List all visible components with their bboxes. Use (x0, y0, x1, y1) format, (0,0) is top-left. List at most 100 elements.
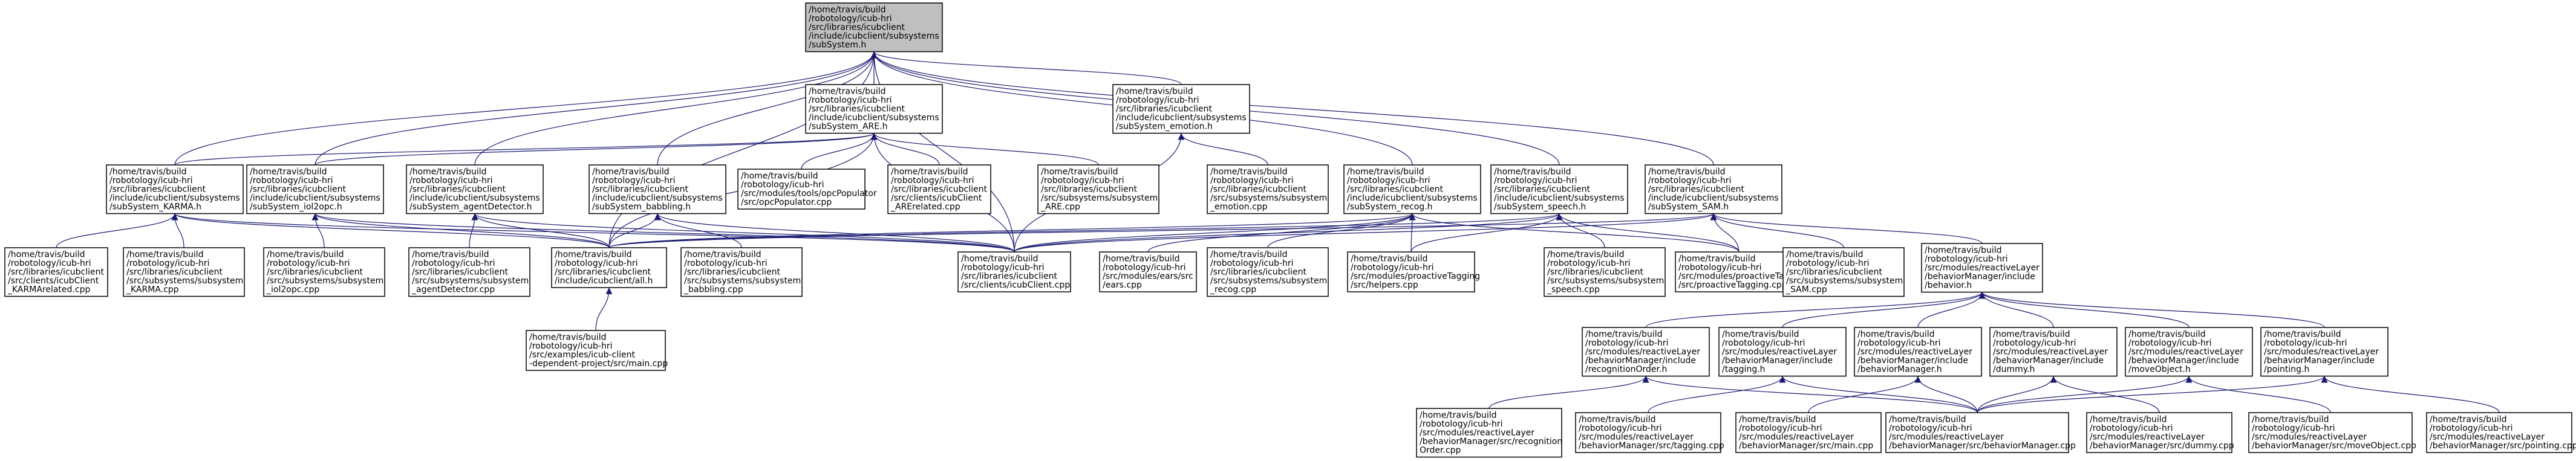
dependency-edge (1645, 291, 1986, 328)
node-label-line: /recognitionOrder.h (1585, 365, 1667, 375)
node-label-line: /src/libraries/icubclient (1210, 185, 1306, 195)
file-node-recognitionOrder-h[interactable]: /home/travis/build/robotology/icub-hri/s… (1582, 327, 1710, 377)
node-label-line: /src/modules/ears/src (1103, 272, 1193, 282)
node-label-line: /src/modules/reactiveLayer (1579, 433, 1694, 442)
node-label-line: /robotology/icub-hri (1925, 254, 2008, 264)
file-node-moveObject-cpp[interactable]: /home/travis/build/robotology/icub-hri/s… (2248, 412, 2416, 453)
node-label-line: /src/libraries/icubclient (1041, 185, 1137, 195)
node-label-line: /home/travis/build (2090, 415, 2167, 425)
node-label-line: /src/libraries/icubclient (1547, 268, 1643, 277)
node-label-line: /home/travis/build (1585, 330, 1663, 340)
dependency-edge (1779, 376, 1978, 413)
node-box (1645, 164, 1782, 214)
file-node-KARMAclient-cpp[interactable]: /home/travis/build/robotology/icub-hri/s… (4, 247, 108, 297)
file-node-main-dep-cpp[interactable]: /home/travis/build/robotology/icub-hri/s… (526, 330, 668, 371)
file-node-ARE-h[interactable]: /home/travis/build/robotology/icub-hri/s… (805, 84, 943, 134)
node-label-line: /src/modules/reactiveLayer (2252, 433, 2367, 442)
node-label-line: /src/modules/proactiveTagging (1351, 272, 1480, 282)
file-node-subsystem-h[interactable]: /home/travis/build/robotology/icub-hri/s… (805, 2, 943, 53)
file-node-opcPopulator-cpp[interactable]: /home/travis/build/robotology/icub-hri/s… (737, 169, 877, 210)
dependency-edge (1648, 376, 1786, 413)
file-node-iol2opc-h[interactable]: /home/travis/build/robotology/icub-hri/s… (246, 164, 384, 214)
node-label-line: /home/travis/build (1210, 167, 1288, 177)
node-label-line: /home/travis/build (2264, 330, 2341, 340)
file-node-pointing-h[interactable]: /home/travis/build/robotology/icub-hri/s… (2260, 327, 2389, 377)
file-node-agentDetector-cpp[interactable]: /home/travis/build/robotology/icub-hri/s… (408, 247, 530, 297)
dependency-edge (1977, 376, 2193, 413)
node-label-line: /include/icubclient/subsystems (1494, 193, 1625, 203)
node-label-line: /robotology/icub-hri (109, 176, 193, 185)
node-label-line: /home/travis/build (2252, 415, 2329, 425)
file-node-KARMA-cpp[interactable]: /home/travis/build/robotology/icub-hri/s… (123, 247, 245, 297)
node-box (1207, 164, 1329, 214)
file-node-ARE-cpp[interactable]: /home/travis/build/robotology/icub-hri/s… (1037, 164, 1159, 214)
file-node-SAM-h[interactable]: /home/travis/build/robotology/icub-hri/s… (1645, 164, 1782, 214)
node-label-line: /robotology/icub-hri (1786, 259, 1870, 268)
node-label-line: /src/libraries/icubclient (1494, 185, 1590, 195)
file-node-icubClient-cpp[interactable]: /home/travis/build/robotology/icub-hri/s… (957, 251, 1071, 292)
file-node-pointing-cpp[interactable]: /home/travis/build/robotology/icub-hri/s… (2426, 412, 2576, 453)
file-node-babbling-cpp[interactable]: /home/travis/build/robotology/icub-hri/s… (680, 247, 803, 297)
node-label-line: /src/libraries/icubclient (809, 23, 905, 33)
file-node-iol2opc-cpp[interactable]: /home/travis/build/robotology/icub-hri/s… (263, 247, 385, 297)
node-label-line: /subSystem_KARMA.h (109, 202, 201, 212)
file-node-behaviorManager-h[interactable]: /home/travis/build/robotology/icub-hri/s… (1854, 327, 1982, 377)
file-node-babbling-h[interactable]: /home/travis/build/robotology/icub-hri/s… (589, 164, 726, 214)
node-label-line: /home/travis/build (809, 5, 886, 15)
file-node-dummy-h[interactable]: /home/travis/build/robotology/icub-hri/s… (1989, 327, 2118, 377)
file-node-all-h[interactable]: /home/travis/build/robotology/icub-hri/s… (551, 247, 667, 288)
file-node-ears-cpp[interactable]: /home/travis/build/robotology/icub-hri/s… (1099, 251, 1197, 292)
file-node-emotion-h[interactable]: /home/travis/build/robotology/icub-hri/s… (1112, 84, 1250, 134)
node-label-line: /subSystem_ARE.h (809, 122, 887, 132)
node-label-line: /include/icubclient/subsystems (809, 113, 939, 123)
dependency-edge (311, 213, 610, 248)
file-node-agentDetector-h[interactable]: /home/travis/build/robotology/icub-hri/s… (406, 164, 544, 214)
file-node-proactiveTagging-cpp[interactable]: /home/travis/build/robotology/icub-hri/s… (1675, 251, 1808, 292)
file-node-dummy-cpp[interactable]: /home/travis/build/robotology/icub-hri/s… (2086, 412, 2234, 453)
node-label-line: /src/libraries/icubclient (555, 268, 651, 277)
dependency-edge (469, 213, 478, 248)
node-label-line: /src/libraries/icubclient (250, 185, 346, 195)
node-box (406, 164, 544, 214)
file-node-SAM-cpp[interactable]: /home/travis/build/robotology/icub-hri/s… (1782, 247, 1905, 297)
node-box (1099, 251, 1197, 292)
dependency-edge (801, 133, 878, 170)
file-node-tagging-cpp[interactable]: /home/travis/build/robotology/icub-hri/s… (1575, 412, 1724, 453)
file-node-recog-h[interactable]: /home/travis/build/robotology/icub-hri/s… (1343, 164, 1481, 214)
dependency-edge (171, 213, 610, 248)
node-label-line: /home/travis/build (126, 250, 204, 260)
node-label-line: /src/subsystems/subsystem (1786, 276, 1903, 286)
node-label-line: /behaviorManager.h (1857, 365, 1942, 375)
node-box (1416, 408, 1562, 458)
file-node-KARMA-h[interactable]: /home/travis/build/robotology/icub-hri/s… (106, 164, 244, 214)
file-node-speech-h[interactable]: /home/travis/build/robotology/icub-hri/s… (1490, 164, 1628, 214)
node-label-line: /behaviorManager/src/main.cpp (1739, 441, 1873, 451)
node-label-line: /src/libraries/icubclient (412, 268, 508, 277)
file-node-moveObject-h[interactable]: /home/travis/build/robotology/icub-hri/s… (2125, 327, 2253, 377)
node-label-line: /home/travis/build (2430, 415, 2507, 425)
file-node-behaviorManager-cpp[interactable]: /home/travis/build/robotology/icub-hri/s… (1885, 412, 2076, 453)
file-node-behavior-h[interactable]: /home/travis/build/robotology/icub-hri/s… (1921, 243, 2043, 293)
node-label-line: /home/travis/build (8, 250, 85, 260)
node-label-line: /src/clients/icubClient (891, 193, 982, 203)
file-node-helpers-cpp[interactable]: /home/travis/build/robotology/icub-hri/s… (1347, 251, 1480, 292)
node-label-line: /behaviorManager/include (1993, 356, 2104, 366)
node-label-line: /src/modules/reactiveLayer (1739, 433, 1854, 442)
node-label-line: /robotology/icub-hri (2252, 424, 2335, 433)
node-label-line: /home/travis/build (267, 250, 344, 260)
file-node-recognitionOrder-cpp[interactable]: /home/travis/build/robotology/icub-hri/s… (1416, 408, 1562, 458)
file-node-speech-cpp[interactable]: /home/travis/build/robotology/icub-hri/s… (1544, 247, 1666, 297)
file-node-tagging-h[interactable]: /home/travis/build/robotology/icub-hri/s… (1718, 327, 1847, 377)
node-label-line: /behaviorManager/include (1925, 272, 2035, 282)
node-box (2086, 412, 2232, 453)
file-node-bm-main-cpp[interactable]: /home/travis/build/robotology/icub-hri/s… (1735, 412, 1882, 453)
file-node-recog-cpp[interactable]: /home/travis/build/robotology/icub-hri/s… (1207, 247, 1329, 297)
file-node-AREclient-cpp[interactable]: /home/travis/build/robotology/icub-hri/s… (887, 164, 991, 214)
node-label-line: /behaviorManager/src/behaviorManager.cpp (1889, 441, 2076, 451)
node-label-line: /src/opcPopulator.cpp (741, 198, 832, 207)
file-node-emotion-cpp[interactable]: /home/travis/build/robotology/icub-hri/s… (1207, 164, 1329, 214)
node-label-line: /home/travis/build (1494, 167, 1571, 177)
node-label-line: /behavior.h (1925, 281, 1972, 291)
node-label-line: /src/modules/reactiveLayer (2128, 347, 2243, 357)
node-label-line: /robotology/icub-hri (592, 176, 676, 185)
